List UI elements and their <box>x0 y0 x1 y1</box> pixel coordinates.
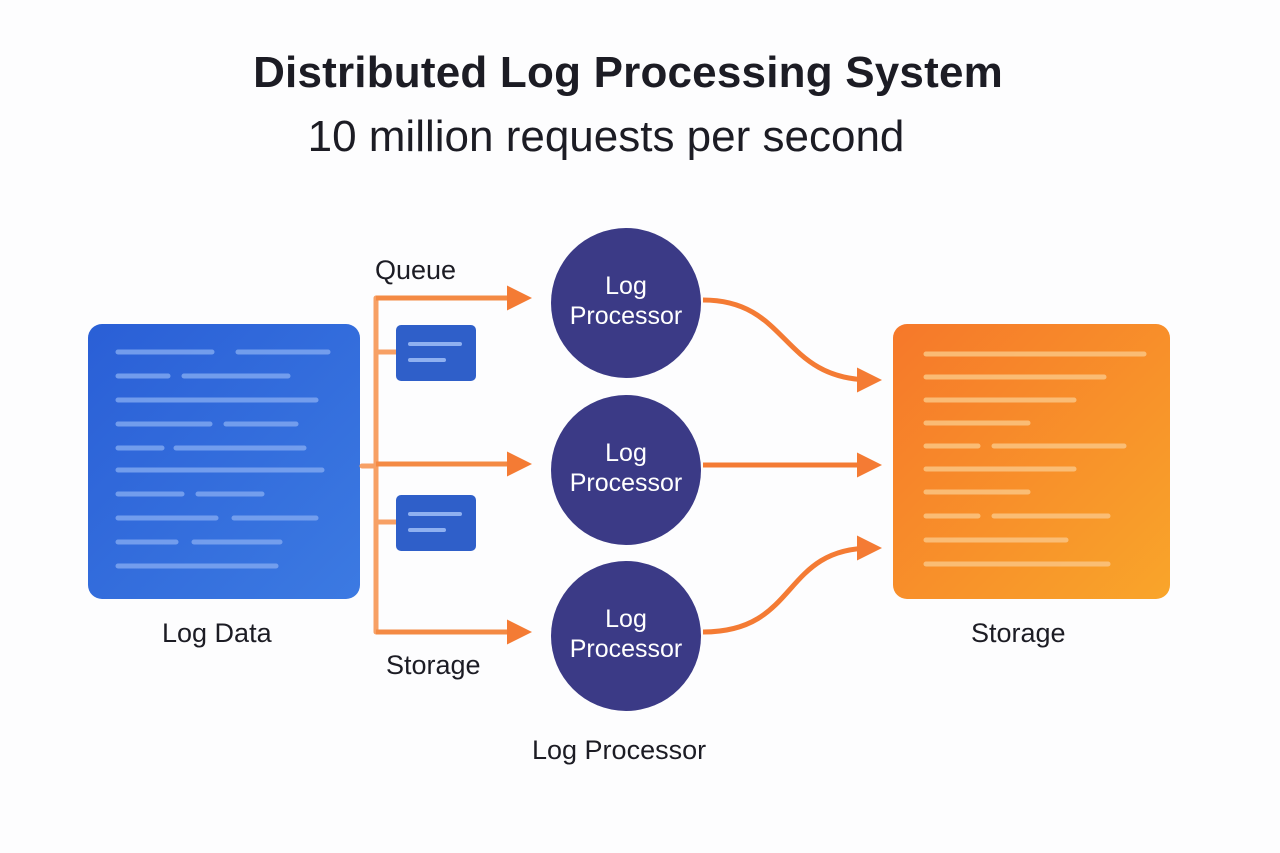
log-processor-2-line2: Processor <box>569 469 683 497</box>
log-data-label: Log Data <box>162 618 272 648</box>
queue-box-top <box>396 325 476 381</box>
log-processor-3-text: Log Processor <box>551 604 701 664</box>
log-processor-node-3 <box>551 561 701 711</box>
log-processor-3-line2: Processor <box>569 635 683 663</box>
storage-document <box>893 324 1170 599</box>
log-processor-2-text: Log Processor <box>551 438 701 498</box>
log-processor-1-line2: Processor <box>569 302 683 330</box>
queue-label: Queue <box>375 255 457 285</box>
diagram-title: Distributed Log Processing System <box>253 48 1003 97</box>
log-processor-1-text: Log Processor <box>551 271 701 331</box>
queue-box-bottom <box>396 495 476 551</box>
log-processor-node-2 <box>551 395 701 545</box>
arrow-to-storage-1 <box>702 297 882 393</box>
buffer-storage-label: Storage <box>386 650 481 680</box>
arrow-to-storage-3 <box>702 535 882 635</box>
log-processor-node-1 <box>551 228 701 378</box>
storage-label: Storage <box>971 618 1066 648</box>
log-processor-2-line1: Log <box>605 439 647 467</box>
log-processor-caption: Log Processor <box>532 735 707 765</box>
log-processor-1-line1: Log <box>605 272 647 300</box>
diagram-subtitle: 10 million requests per second <box>307 112 905 161</box>
log-data-document <box>88 324 360 599</box>
log-processor-3-line1: Log <box>605 605 647 633</box>
